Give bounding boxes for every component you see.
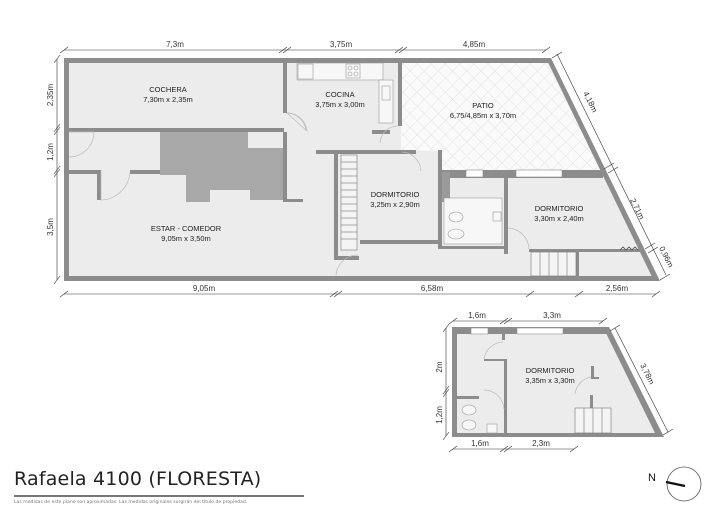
north-compass-icon (665, 466, 702, 502)
upper-dim-left-1: 2m (435, 361, 444, 372)
exterior-walls (64, 58, 660, 281)
room-label-dormitorio-upper: DORMITORIO (526, 366, 575, 375)
room-size-estar-comedor: 9,05m x 3,50m (161, 234, 211, 243)
upper-interior-walls (457, 334, 599, 435)
dim-top-3: 4,85m (463, 40, 486, 49)
dim-right-3: 0,96m (657, 245, 675, 269)
patio-area (401, 63, 602, 172)
upper-dim-bottom-2: 2,3m (532, 439, 550, 448)
room-label-dormitorio-2: DORMITORIO (535, 204, 584, 213)
staircase-upper (574, 407, 612, 434)
upper-dim-left-2: 1,2m (435, 406, 444, 424)
upper-bath-fixtures (461, 404, 498, 434)
upper-dim-top-1: 1,6m (468, 311, 486, 320)
dim-top-1: 7,3m (166, 40, 184, 49)
room-label-estar-comedor: ESTAR - COMEDOR (151, 224, 222, 233)
room-size-cochera: 7,30m x 2,35m (143, 95, 193, 104)
ground-dimension-lines (53, 46, 671, 298)
plan-title: Rafaela 4100 (FLORESTA) (14, 468, 262, 490)
doors (68, 112, 530, 276)
room-label-patio: PATIO (472, 101, 494, 110)
room-size-cocina: 3,75m x 3,00m (315, 100, 365, 109)
dim-bottom-3: 2,56m (606, 284, 629, 293)
gate-zigzag (619, 246, 639, 251)
north-label: N (648, 472, 656, 484)
dim-left-1: 2,35m (46, 84, 55, 107)
staircase-ground (340, 154, 577, 277)
dim-left-3: 3,5m (46, 218, 55, 236)
dim-bottom-1: 9,05m (193, 284, 216, 293)
plan-disclaimer: Las medidas de este plano son aproximada… (14, 500, 248, 505)
title-underline (14, 495, 304, 497)
bathroom-fixtures (443, 197, 503, 245)
kitchen-fixtures (296, 62, 394, 124)
room-size-dormitorio-upper: 3,35m x 3,30m (525, 376, 575, 385)
dim-bottom-2: 6,58m (421, 284, 444, 293)
room-label-dormitorio-1: DORMITORIO (371, 190, 420, 199)
room-size-dormitorio-1: 3,25m x 2,90m (370, 200, 420, 209)
upper-dim-right-1: 3,78m (638, 362, 656, 386)
upper-dim-bottom-1: 1,6m (471, 439, 489, 448)
dim-top-2: 3,75m (330, 40, 353, 49)
upper-floor-plan (452, 327, 664, 437)
dim-right-1: 4,18m (581, 90, 599, 114)
central-void (160, 130, 283, 202)
dim-right-2: 2,71m (628, 197, 646, 221)
upper-windows (470, 327, 564, 335)
upper-dim-top-2: 3,3m (543, 311, 561, 320)
room-size-patio: 6,75/4,85m x 3,70m (450, 111, 516, 120)
room-label-cocina: COCINA (325, 90, 354, 99)
upper-dimension-lines (442, 317, 674, 453)
upper-doors (483, 341, 592, 410)
room-size-dormitorio-2: 3,30m x 2,40m (534, 214, 584, 223)
ground-room-labels: COCHERA 7,30m x 2,35m COCINA 3,75m x 3,0… (143, 85, 584, 243)
windows (465, 169, 563, 178)
upper-room-labels: DORMITORIO 3,35m x 3,30m (525, 366, 575, 385)
dim-left-2: 1,2m (46, 143, 55, 161)
ground-floor-plan (64, 58, 660, 281)
room-label-cochera: COCHERA (149, 85, 187, 94)
